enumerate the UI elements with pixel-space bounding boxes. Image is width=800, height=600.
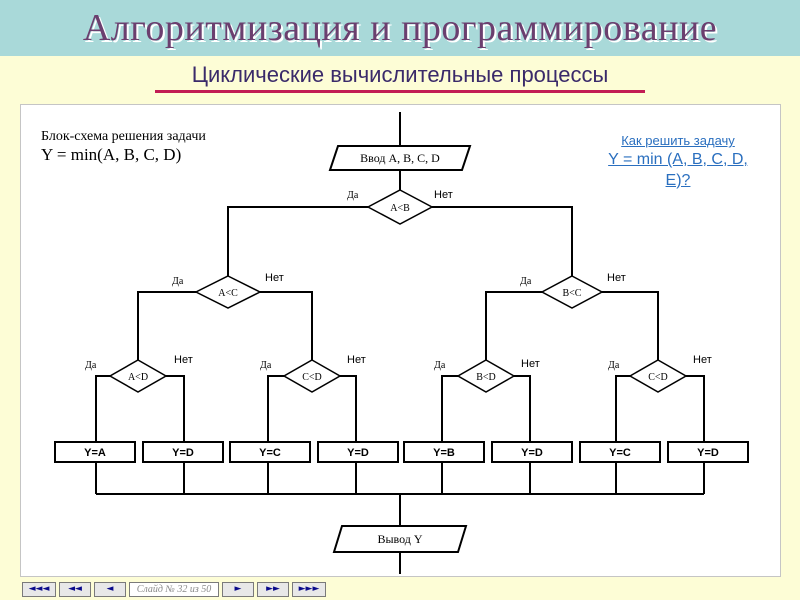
input-block-label: Ввод A, B, C, D bbox=[360, 151, 440, 165]
next-section-button[interactable]: ►► bbox=[257, 582, 289, 597]
output-block bbox=[332, 525, 468, 553]
question-line-2[interactable]: Y = min (A, B, C, D, bbox=[608, 150, 748, 168]
yes-label: Да bbox=[260, 360, 272, 371]
result-box bbox=[229, 441, 311, 463]
result-box bbox=[403, 441, 485, 463]
question-line-1[interactable]: Как решить задачу bbox=[621, 133, 735, 148]
result-label: Y=B bbox=[433, 447, 455, 459]
decision-right bbox=[540, 275, 604, 309]
result-box bbox=[317, 441, 399, 463]
yes-label: Да bbox=[172, 276, 184, 287]
result-label: Y=C bbox=[259, 447, 281, 459]
no-label: Нет bbox=[434, 189, 453, 201]
result-box bbox=[491, 441, 573, 463]
question-line-3[interactable]: E)? bbox=[665, 171, 691, 189]
input-block bbox=[328, 145, 472, 171]
decision-left-left-label: A<D bbox=[128, 372, 148, 383]
connector-lines bbox=[95, 112, 705, 574]
output-block-label: Вывод Y bbox=[377, 532, 422, 546]
decision-right-right bbox=[628, 359, 688, 393]
no-label: Нет bbox=[174, 354, 193, 366]
yes-label: Да bbox=[434, 360, 446, 371]
no-label: Нет bbox=[607, 272, 626, 284]
last-slide-button[interactable]: ►►► bbox=[292, 582, 326, 597]
no-label: Нет bbox=[693, 354, 712, 366]
result-label: Y=C bbox=[609, 447, 631, 459]
task-caption: Блок-схема решения задачи Y = min(A, B, … bbox=[41, 129, 206, 165]
decision-left-right-label: C<D bbox=[302, 372, 322, 383]
yes-label: Да bbox=[520, 276, 532, 287]
result-box bbox=[667, 441, 749, 463]
decision-left-label: A<C bbox=[218, 288, 238, 299]
yes-label: Да bbox=[85, 360, 97, 371]
question-link[interactable]: Как решить задачу Y = min (A, B, C, D, E… bbox=[573, 133, 783, 191]
decision-right-left-label: B<D bbox=[476, 372, 496, 383]
result-label: Y=D bbox=[697, 447, 719, 459]
result-label: Y=D bbox=[347, 447, 369, 459]
next-slide-button[interactable]: ► bbox=[222, 582, 254, 597]
decision-right-right-label: C<D bbox=[648, 372, 668, 383]
caption-formula: Y = min(A, B, C, D) bbox=[41, 145, 182, 165]
result-label: Y=D bbox=[172, 447, 194, 459]
yes-label: Да bbox=[608, 360, 620, 371]
slide-subtitle: Циклические вычислительные процессы bbox=[155, 62, 645, 93]
no-label: Нет bbox=[521, 358, 540, 370]
result-label: Y=D bbox=[521, 447, 543, 459]
decision-left-left bbox=[108, 359, 168, 393]
slide-indicator: Слайд № 32 из 50 bbox=[129, 582, 219, 597]
no-label: Нет bbox=[265, 272, 284, 284]
decision-left-right bbox=[282, 359, 342, 393]
result-box bbox=[54, 441, 136, 463]
slide-title: Алгоритмизация и программирование bbox=[82, 7, 718, 49]
result-box bbox=[142, 441, 224, 463]
prev-section-button[interactable]: ◄◄ bbox=[59, 582, 91, 597]
yes-label: Да bbox=[347, 190, 359, 201]
decision-root-label: A<B bbox=[390, 203, 410, 214]
caption-line-1: Блок-схема решения задачи bbox=[41, 129, 206, 144]
result-label: Y=A bbox=[84, 447, 106, 459]
prev-slide-button[interactable]: ◄ bbox=[94, 582, 126, 597]
decision-root bbox=[366, 189, 434, 225]
decision-right-left bbox=[456, 359, 516, 393]
first-slide-button[interactable]: ◄◄◄ bbox=[22, 582, 56, 597]
result-box bbox=[579, 441, 661, 463]
no-label: Нет bbox=[347, 354, 366, 366]
decision-left bbox=[194, 275, 262, 309]
decision-right-label: B<C bbox=[563, 288, 582, 299]
header-band bbox=[0, 0, 800, 56]
